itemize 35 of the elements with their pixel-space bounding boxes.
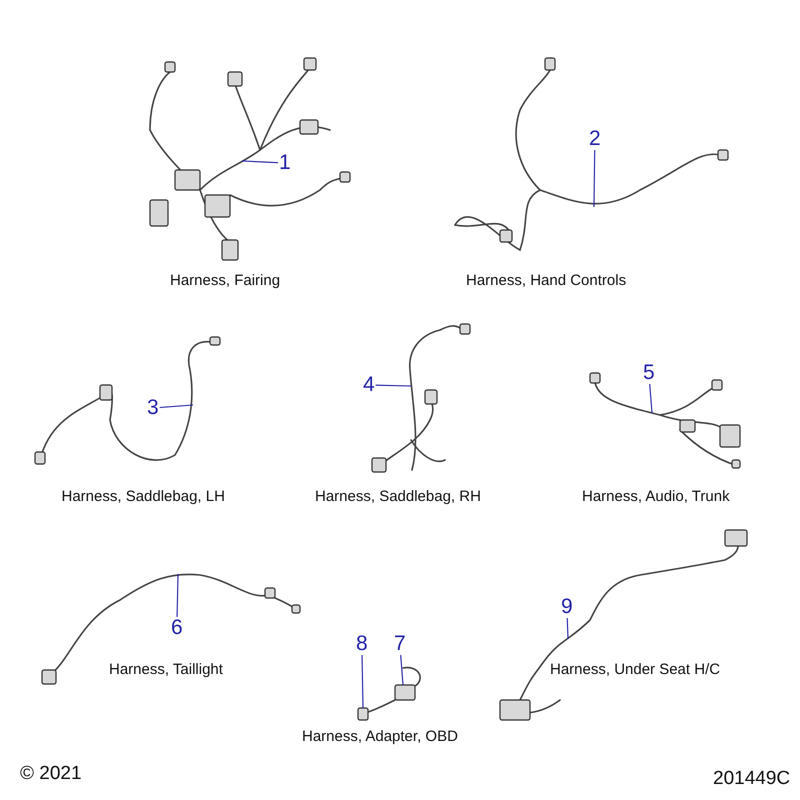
leader-line [376,384,412,387]
leader-line [593,150,596,207]
wire-harness-drawing [454,57,729,251]
leader-line [362,654,364,708]
wire-harness-drawing [41,574,301,685]
callout-number: 2 [588,128,602,150]
leader-line [566,618,569,640]
callout-number: 1 [278,152,292,174]
diagram-number: 201449C [713,770,790,788]
leader-line [649,384,653,414]
callout-number: 4 [362,374,376,396]
leader-line [400,654,404,686]
wire-harness-drawing [357,699,396,721]
part-caption: Harness, Under Seat H/C [550,661,720,679]
copyright-note: © 2021 [20,765,82,783]
wire-harness-drawing [394,666,421,701]
part-caption: Harness, Fairing [170,272,280,290]
callout-number: 9 [560,596,574,618]
callout-number: 6 [170,617,184,639]
leader-line [176,574,179,618]
callout-number: 7 [393,633,407,655]
leader-line [242,160,278,164]
part-caption: Harness, Audio, Trunk [582,488,730,506]
callout-number: 8 [355,633,369,655]
wire-harness-drawing [34,336,221,465]
part-caption: Harness, Adapter, OBD [302,728,458,746]
wire-harness-drawing [149,57,351,261]
part-caption: Harness, Hand Controls [466,272,626,290]
wire-harness-drawing [499,529,748,721]
part-caption: Harness, Saddlebag, RH [315,488,481,506]
part-caption: Harness, Taillight [109,661,223,679]
callout-number: 5 [642,362,656,384]
callout-number: 3 [146,397,160,419]
part-caption: Harness, Saddlebag, LH [62,488,225,506]
leader-line [160,404,194,408]
